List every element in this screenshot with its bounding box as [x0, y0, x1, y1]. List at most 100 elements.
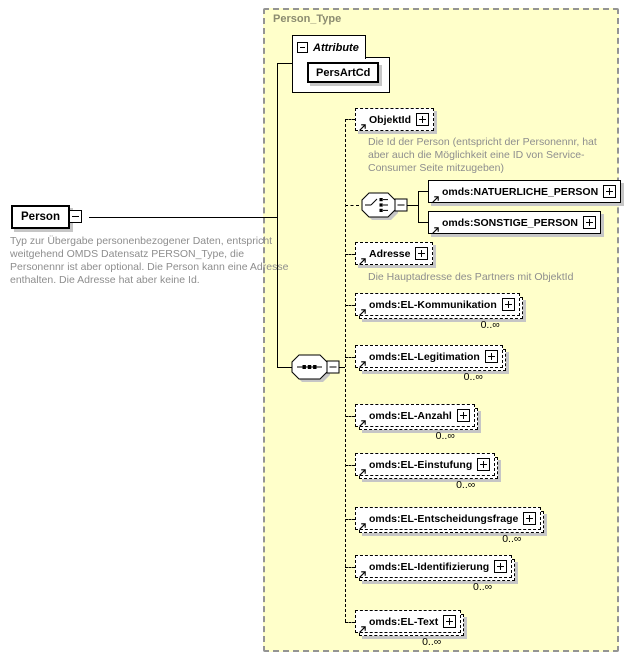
element-label: omds:EL-Legitimation — [369, 350, 480, 363]
reference-arrow-icon — [431, 226, 440, 235]
expand-icon[interactable] — [484, 350, 498, 363]
reference-arrow-icon — [358, 308, 367, 317]
reference-arrow-icon — [358, 522, 367, 531]
element-el-kommunikation[interactable]: omds:EL-Kommunikation — [355, 293, 523, 319]
reference-arrow-icon — [358, 419, 367, 428]
element-label: Adresse — [369, 247, 411, 260]
connector-line-dashed — [345, 119, 355, 120]
connector-line — [277, 63, 278, 367]
element-el-entscheidungsfrage[interactable]: omds:EL-Entscheidungsfrage — [355, 507, 545, 533]
attribute-label: PersArtCd — [316, 66, 371, 79]
attribute-persartcd[interactable]: PersArtCd — [307, 62, 380, 83]
element-label: omds:EL-Anzahl — [369, 409, 452, 422]
occurrence-label: 0..∞ — [463, 371, 483, 383]
choice-icon — [379, 203, 383, 207]
connector-line — [407, 205, 418, 206]
connector-line-dashed — [339, 367, 345, 368]
person-type-container — [263, 8, 619, 652]
element-node-objektid: ObjektId — [355, 108, 435, 132]
element-label: omds:SONSTIGE_PERSON — [442, 216, 578, 229]
element-label: Person — [21, 211, 60, 223]
reference-arrow-icon — [358, 257, 367, 266]
element-label: omds:EL-Einstufung — [369, 458, 473, 471]
element-node-natuerliche-person: omds:NATUERLICHE_PERSON — [428, 180, 622, 204]
reference-arrow-icon — [358, 570, 367, 579]
expand-icon[interactable] — [477, 458, 491, 471]
sequence-icon — [302, 365, 306, 369]
sequence-icon — [307, 365, 312, 369]
element-node-el-kommunikation: omds:EL-Kommunikation 0..∞ — [355, 293, 523, 331]
connector-line — [277, 63, 292, 64]
sequence-connector[interactable] — [289, 354, 341, 384]
connector-line-dashed — [345, 254, 355, 255]
element-adresse[interactable]: Adresse — [355, 242, 434, 266]
element-el-einstufung[interactable]: omds:EL-Einstufung — [355, 453, 499, 479]
element-node-el-einstufung: omds:EL-Einstufung 0..∞ — [355, 453, 499, 491]
element-el-identifizierung[interactable]: omds:EL-Identifizierung — [355, 555, 516, 581]
occurrence-label: 0..∞ — [480, 319, 500, 331]
element-node-sonstige-person: omds:SONSTIGE_PERSON — [428, 211, 601, 234]
expand-icon[interactable] — [494, 560, 508, 573]
reference-arrow-icon — [358, 360, 367, 369]
sequence-icon — [313, 365, 317, 369]
attribute-group-tab: Attribute — [292, 35, 366, 59]
choice-octagon — [361, 192, 396, 218]
connector-line — [418, 222, 428, 223]
element-sonstige-person[interactable]: omds:SONSTIGE_PERSON — [428, 211, 601, 234]
element-node-el-legitimation: omds:EL-Legitimation 0..∞ — [355, 345, 506, 383]
element-node-el-entscheidungsfrage: omds:EL-Entscheidungsfrage 0..∞ — [355, 507, 545, 545]
element-label: omds:EL-Kommunikation — [369, 298, 497, 311]
reference-arrow-icon — [358, 123, 367, 132]
connector-line-dashed — [345, 622, 355, 623]
occurrence-label: 0..∞ — [502, 533, 522, 545]
connector-line-dashed — [345, 305, 355, 306]
connector-line-dashed — [345, 205, 359, 206]
element-label: omds:EL-Identifizierung — [369, 560, 490, 573]
choice-icon — [379, 208, 383, 212]
connector-line-dashed — [345, 416, 355, 417]
person-type-title: Person_Type — [273, 13, 342, 25]
adresse-annotation: Die Hauptadresse des Partners mit Objekt… — [368, 271, 574, 283]
expand-icon[interactable] — [443, 615, 457, 628]
choice-icon — [379, 198, 383, 202]
element-person[interactable]: Person — [11, 205, 82, 229]
expand-icon[interactable] — [603, 185, 617, 198]
collapse-icon[interactable] — [69, 210, 82, 223]
element-objektid[interactable]: ObjektId — [355, 108, 435, 132]
element-el-anzahl[interactable]: omds:EL-Anzahl — [355, 404, 478, 430]
element-el-text[interactable]: omds:EL-Text — [355, 610, 465, 636]
element-node-el-identifizierung: omds:EL-Identifizierung 0..∞ — [355, 555, 516, 593]
connector-line-dashed — [345, 519, 355, 520]
connector-line-dashed — [345, 465, 355, 466]
reference-arrow-icon — [358, 468, 367, 477]
element-natuerliche-person[interactable]: omds:NATUERLICHE_PERSON — [428, 180, 622, 204]
reference-arrow-icon — [431, 195, 440, 204]
expand-icon[interactable] — [415, 247, 429, 260]
occurrence-label: 0..∞ — [473, 581, 493, 593]
expand-icon[interactable] — [456, 409, 470, 422]
expand-icon[interactable] — [523, 512, 537, 525]
expand-icon[interactable] — [582, 216, 596, 229]
person-annotation: Typ zur Übergabe personenbezogener Daten… — [10, 235, 289, 286]
element-node-adresse: Adresse — [355, 242, 434, 266]
element-node-el-text: omds:EL-Text 0..∞ — [355, 610, 465, 648]
choice-connector[interactable] — [359, 192, 409, 222]
choice-icon — [370, 198, 378, 206]
reference-arrow-icon — [358, 625, 367, 634]
element-label: omds:EL-Entscheidungsfrage — [369, 512, 519, 525]
connector-line — [418, 191, 419, 223]
connector-line-dashed — [345, 119, 346, 622]
element-label: ObjektId — [369, 113, 412, 126]
connector-line — [89, 217, 277, 218]
element-node-el-anzahl: omds:EL-Anzahl 0..∞ — [355, 404, 478, 442]
attribute-group-label: Attribute — [313, 41, 359, 54]
collapse-icon[interactable] — [297, 42, 308, 53]
objektid-annotation: Die Id der Person (entspricht der Person… — [368, 136, 597, 174]
expand-icon[interactable] — [501, 298, 515, 311]
occurrence-label: 0..∞ — [456, 479, 476, 491]
expand-icon[interactable] — [416, 113, 430, 126]
element-el-legitimation[interactable]: omds:EL-Legitimation — [355, 345, 506, 371]
connector-line — [418, 191, 428, 192]
element-label: omds:NATUERLICHE_PERSON — [442, 185, 599, 198]
